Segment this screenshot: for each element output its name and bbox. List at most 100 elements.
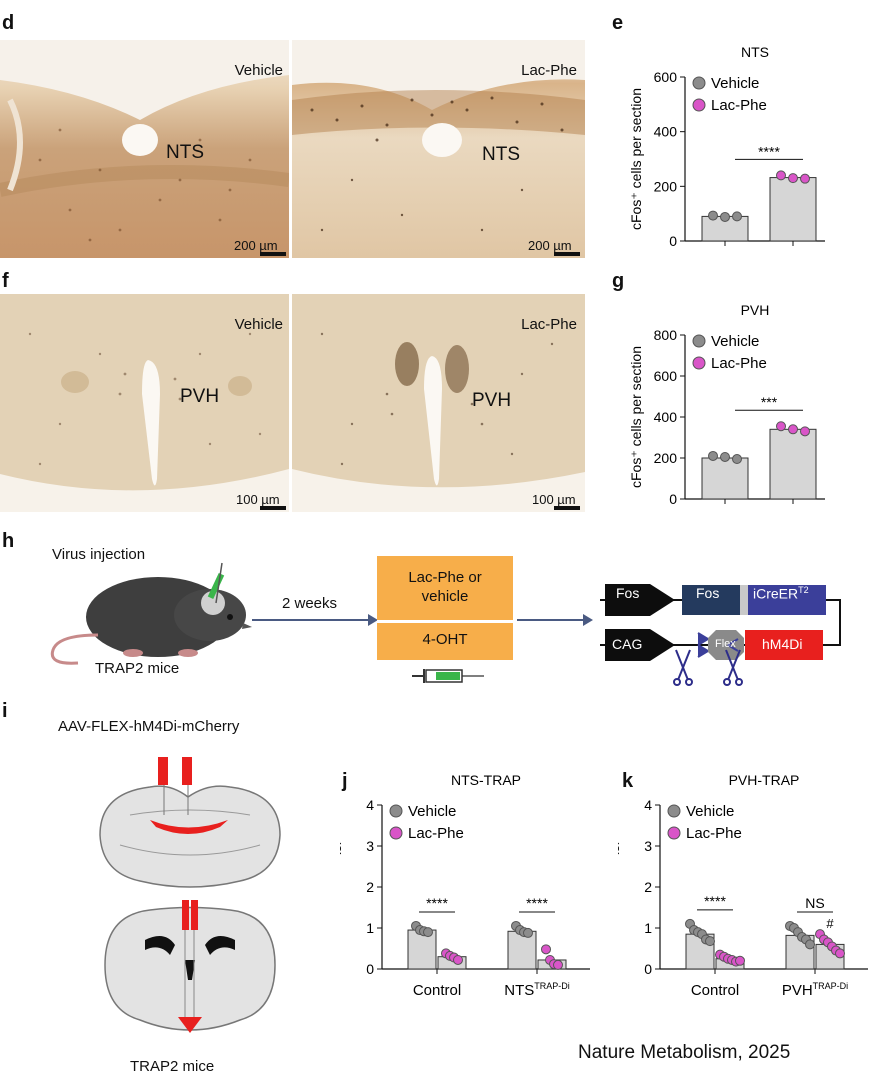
y-tick-label: 600 <box>654 69 678 85</box>
y-tick-label: 600 <box>654 368 678 384</box>
genetic-construct-diagram <box>600 584 841 686</box>
cell-dots <box>28 332 262 466</box>
y-tick-label: 3 <box>644 838 652 854</box>
significance-label: **** <box>426 895 448 911</box>
y-tick-label: 1 <box>644 920 652 936</box>
panel-letter-e: e <box>612 12 624 34</box>
legend-marker <box>389 804 403 818</box>
condition-label: Vehicle <box>234 316 283 333</box>
drug-label: 4-OHT <box>422 631 468 648</box>
treatment-line1: Lac-Phe or <box>408 569 482 586</box>
bar <box>407 929 437 970</box>
data-point <box>541 944 551 955</box>
promoter-cag-label: CAG <box>612 636 643 652</box>
gene-fos-label: Fos <box>696 585 720 601</box>
bar <box>769 177 817 242</box>
data-point <box>788 424 798 435</box>
scale-bar-label: 100 µm <box>236 492 280 507</box>
arrow-right-icon <box>517 614 593 626</box>
legend-marker <box>667 826 681 840</box>
significance-label: **** <box>704 893 726 909</box>
legend-label: Lac-Phe <box>711 97 767 114</box>
y-tick-label: 4 <box>644 797 652 813</box>
legend-label: Vehicle <box>711 333 759 350</box>
data-point <box>776 170 786 181</box>
condition-label: Lac-Phe <box>521 316 577 333</box>
legend-label: Vehicle <box>408 803 456 820</box>
y-tick-label: 800 <box>654 327 678 343</box>
data-point <box>805 939 815 950</box>
bar <box>701 457 749 500</box>
micrograph-nts-lacphe: Lac-Phe NTS 200 µm <box>292 40 585 258</box>
scale-bar <box>554 252 580 256</box>
arrow-right-icon <box>252 614 378 626</box>
treatment-line2: vehicle <box>421 588 469 605</box>
data-point <box>453 954 463 965</box>
legend-label: Lac-Phe <box>408 825 464 842</box>
treatment-box: Lac-Phe or vehicle 4-OHT <box>377 556 513 660</box>
panel-letter-i: i <box>2 700 8 722</box>
virus-injection-label: Virus injection <box>52 546 146 563</box>
flex-label: Flex <box>715 638 736 650</box>
promoter-fos-label: Fos <box>616 585 640 601</box>
panel-letter-k: k <box>622 770 634 792</box>
y-tick-label: 400 <box>654 124 678 140</box>
aav-label: AAV-FLEX-hM4Di-mCherry <box>58 718 240 735</box>
data-point <box>735 955 745 966</box>
cell-dots <box>320 332 554 466</box>
y-tick-label: 400 <box>654 409 678 425</box>
trap2-mice-label: TRAP2 mice <box>95 660 180 677</box>
y-tick-label: 1 <box>366 920 374 936</box>
cag-promoter-arrow <box>605 629 675 661</box>
significance-label: **** <box>758 143 780 159</box>
bar <box>507 930 537 970</box>
bar <box>769 428 817 500</box>
scale-bar-label: 100 µm <box>532 492 576 507</box>
y-tick-label: 2 <box>644 879 652 895</box>
legend-marker <box>692 98 706 112</box>
y-axis-label: cFos⁺ cells per section <box>628 346 644 488</box>
data-point <box>523 927 533 938</box>
gene-icreer-label: iCreERT2 <box>753 585 809 602</box>
data-point <box>732 454 742 465</box>
significance-label: **** <box>526 895 548 911</box>
x-tick-label: PVHTRAP-Di <box>782 981 848 999</box>
marker-label: # <box>826 916 834 931</box>
micrograph-pvh-vehicle: Vehicle PVH 100 µm <box>0 294 289 512</box>
scale-bar <box>554 506 580 510</box>
fos-promoter-arrow <box>605 584 675 616</box>
panel-letter-d: d <box>2 12 15 34</box>
syringe-icon <box>412 669 484 683</box>
chart-j: 01234Food intake (g)NTS-TRAPVehicleLac-P… <box>340 775 590 999</box>
data-point <box>835 948 845 959</box>
panel-letter-f: f <box>2 270 9 292</box>
data-point <box>800 426 810 437</box>
legend-marker <box>667 804 681 818</box>
scale-bar-label: 200 µm <box>234 238 278 253</box>
chart-title: NTS <box>741 44 769 60</box>
y-tick-label: 200 <box>654 178 678 194</box>
gene-hm4di-label: hM4Di <box>762 636 803 652</box>
region-label: NTS <box>166 142 204 163</box>
cell-dots <box>310 96 564 232</box>
scissors-icon <box>723 649 743 686</box>
interval-label: 2 weeks <box>282 595 338 612</box>
cell-dots <box>38 128 252 242</box>
y-tick-label: 0 <box>669 491 677 507</box>
panel-letter-j: j <box>342 770 348 792</box>
data-point <box>423 927 433 938</box>
chart-title: PVH-TRAP <box>729 775 800 788</box>
panel-letter-h: h <box>2 530 15 552</box>
y-tick-label: 4 <box>366 797 374 813</box>
x-tick-label: NTSTRAP-Di <box>504 981 570 999</box>
micrograph-pvh-lacphe: Lac-Phe PVH 100 µm <box>292 294 585 512</box>
micrograph-nts-vehicle: Vehicle NTS 200 µm <box>0 40 289 258</box>
significance-label: *** <box>761 394 778 410</box>
data-point <box>708 450 718 461</box>
scale-bar <box>260 252 286 256</box>
data-point <box>776 421 786 432</box>
x-tick-label: Control <box>691 982 739 999</box>
significance-label: NS <box>805 895 824 911</box>
data-point <box>553 959 563 970</box>
